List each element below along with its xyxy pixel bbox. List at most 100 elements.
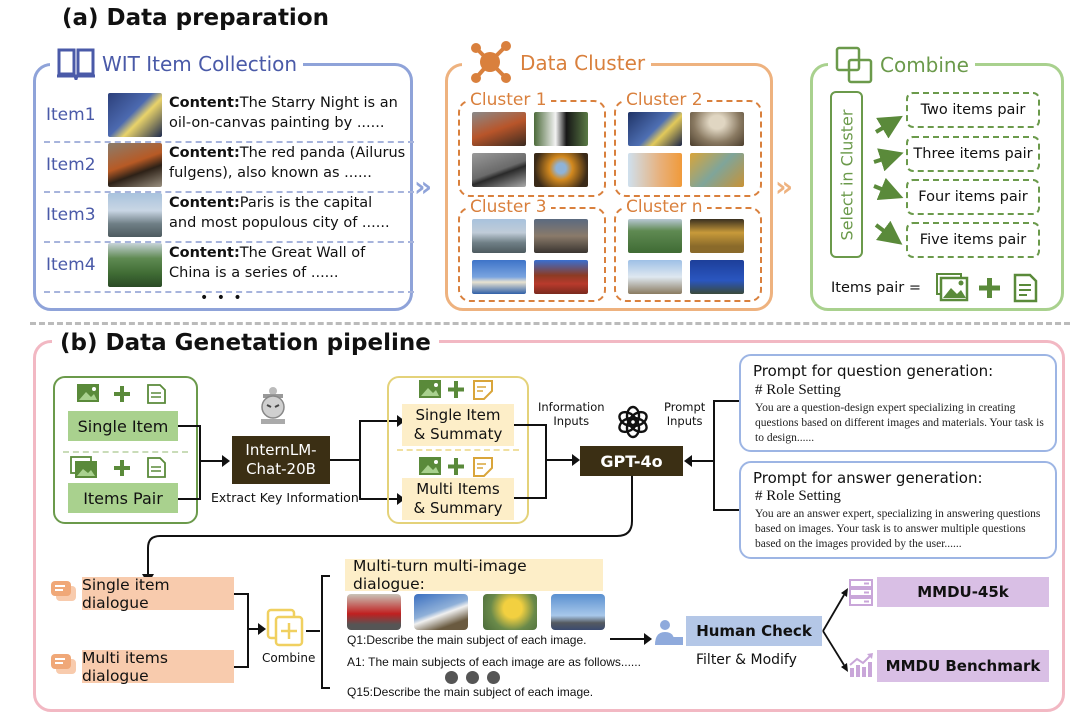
connector-line — [330, 459, 360, 461]
dashed-separator — [63, 451, 188, 453]
person-laptop-icon — [655, 620, 683, 645]
images-icon — [936, 273, 969, 302]
dashed-separator — [397, 449, 519, 451]
network-cluster-icon — [471, 41, 511, 83]
summary-line: Single Item — [415, 406, 501, 424]
internlm-mascot-icon — [261, 387, 285, 424]
images-plus-text-icons — [70, 456, 166, 478]
cluster-box: Cluster 2 — [614, 90, 762, 197]
pair-option: Four items pair — [906, 179, 1040, 215]
multi-items-dialogue-box: Multi items dialogue — [82, 649, 234, 685]
question-1-text: Q1:Describe the main subject of each ima… — [347, 633, 587, 647]
great-wall-image — [108, 243, 162, 287]
combine-label: Combine — [262, 651, 316, 665]
combine-title-text: Combine — [880, 53, 969, 77]
image-icon — [419, 380, 441, 398]
cluster-label: Cluster 1 — [466, 90, 551, 110]
label-line: Information — [538, 400, 605, 414]
split-arrows — [822, 588, 848, 672]
gpt-4o-box: GPT-4o — [580, 446, 683, 476]
prompt-title: Prompt for question generation: — [753, 362, 994, 380]
bracket-icon — [321, 575, 330, 689]
cluster-label: Cluster 2 — [622, 90, 707, 110]
plus-icon — [114, 386, 130, 402]
ellipsis-dot — [445, 671, 458, 684]
connector-line — [247, 593, 249, 668]
image-plus-note-icons — [419, 457, 493, 477]
pair-option: Two items pair — [906, 92, 1040, 128]
wit-title-text: WIT Item Collection — [102, 52, 298, 76]
connector-line — [306, 630, 320, 632]
combine-add-icon — [266, 608, 304, 647]
question-prompt-box: Prompt for question generation: # Role S… — [739, 354, 1057, 452]
starry-night-image — [108, 93, 162, 137]
item-label: Item4 — [46, 255, 96, 275]
arrowhead-icon — [684, 455, 692, 467]
statue-of-liberty-image — [690, 260, 744, 294]
summary-line: & Summaty — [413, 425, 503, 443]
paris-image — [472, 219, 526, 253]
arrowhead-icon — [258, 623, 266, 635]
ellipsis-dot — [466, 671, 479, 684]
summary-box — [387, 376, 529, 524]
item-label: Item1 — [46, 105, 96, 125]
items-pair-box: Items Pair — [68, 483, 178, 513]
arrow-icon — [874, 220, 903, 245]
image-plus-text-icons — [77, 384, 166, 404]
information-inputs-label: Information Inputs — [538, 400, 605, 428]
image-plus-note-icons — [419, 380, 493, 400]
connector-line — [514, 424, 546, 426]
combine-panel-title: Combine — [828, 45, 975, 85]
eiffel-tower-image — [628, 260, 682, 294]
cluster-box: Cluster 1 — [458, 90, 606, 197]
arrow-icon — [822, 630, 845, 666]
impressionist-tree-image — [628, 153, 682, 187]
arrowhead-icon — [222, 455, 230, 467]
prompt-role: # Role Setting — [755, 382, 841, 398]
cluster-box: Cluster 3 — [458, 197, 606, 302]
overlapping-squares-icon — [835, 46, 873, 84]
connector-line — [234, 593, 248, 595]
image-icon — [77, 384, 99, 402]
single-item-summary-box: Single Item & Summaty — [402, 404, 514, 446]
connector-line — [234, 666, 248, 668]
connector-line — [359, 498, 399, 500]
arrow-icon — [822, 594, 845, 632]
plus-icon — [979, 278, 1000, 298]
raccoon-image — [472, 153, 526, 187]
plus-icon — [448, 458, 464, 475]
internlm-label-line1: InternLM- — [245, 441, 317, 459]
connector-line — [546, 459, 574, 461]
cluster-label: Cluster n — [622, 197, 707, 217]
connector-line — [248, 628, 260, 630]
pair-option: Five items pair — [906, 222, 1040, 258]
prompt-body: You are a question-design expert special… — [755, 402, 1044, 444]
red-panda-image — [472, 112, 526, 146]
tiananmen-image — [534, 260, 588, 294]
sydney-harbour-image — [472, 260, 526, 294]
item-label: Item3 — [46, 205, 96, 225]
double-chevron-right-icon: » — [414, 170, 433, 203]
connector-line — [178, 498, 200, 500]
paper-plane-image — [414, 594, 468, 630]
mmdu-45k-box: MMDU-45k — [877, 577, 1049, 607]
document-icon — [147, 457, 166, 478]
arrowhead-icon — [397, 493, 405, 505]
arrow-icon — [873, 177, 904, 201]
red-helicopter-image — [347, 594, 401, 630]
cluster-title-text: Data Cluster — [520, 51, 646, 75]
single-item-dialogue-box: Single item dialogue — [82, 576, 234, 612]
pair-option: Three items pair — [906, 136, 1040, 172]
growth-chart-icon — [849, 653, 873, 677]
multi-items-summary-box: Multi Items & Summary — [402, 478, 514, 520]
input-items-box — [53, 376, 198, 524]
connector-line — [610, 638, 646, 640]
document-icon — [1013, 273, 1038, 303]
connector-line — [713, 400, 715, 511]
label-line: Prompt — [664, 400, 706, 414]
images-icon — [70, 456, 97, 478]
